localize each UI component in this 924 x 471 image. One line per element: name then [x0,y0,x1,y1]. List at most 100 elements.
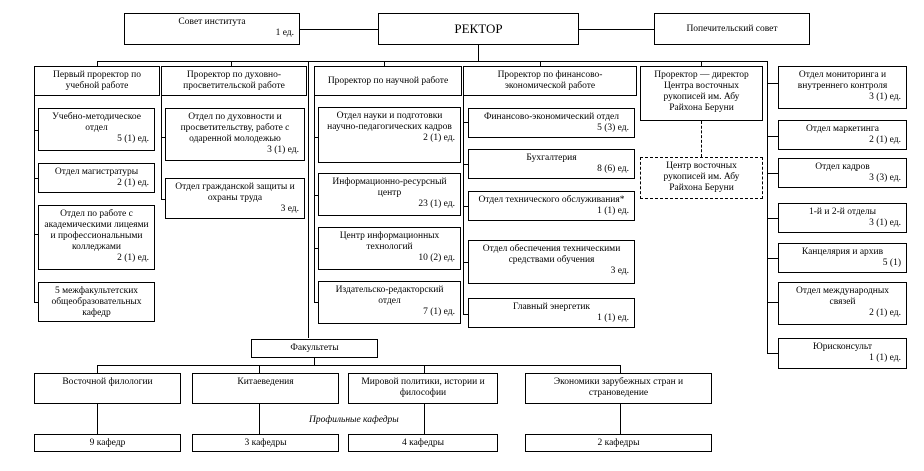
dept-title: Отдел обеспечения техническими средствам… [482,244,621,265]
connector [34,234,38,235]
connector [314,95,315,303]
connector [463,262,468,263]
dept-count-box: 9 кафедр [34,434,181,452]
dept-title: Учебно-методическое отдел [52,112,141,133]
connector [463,95,464,315]
dept-qty: 2 (1) ед. [423,133,455,143]
connector [231,61,232,67]
dept-qty: 7 (1) ед. [423,307,455,317]
connector [308,61,309,338]
dept-qty: 1 (1) ед. [597,313,629,323]
finance-vp-title: Проректор по финансово-экономической раб… [497,70,603,91]
connector [161,199,165,200]
council-qty: 1 ед. [275,28,294,38]
dept-title: Бухгалтерия [526,153,577,163]
manuscripts-vp-title: Проректор — директор Центра восточных ру… [654,70,749,113]
connector [259,404,260,434]
manuscripts-center-title: Центр восточных рукописей им. Абу Райхон… [663,161,740,193]
dept-title: 5 межфакультетских общеобразовательных к… [51,286,142,318]
faculty-box: Восточной филологии [34,373,181,404]
connector [579,29,654,30]
dept-count-box: 3 кафедры [192,434,339,452]
connector [314,195,318,196]
connector [620,365,621,373]
dept-title: Отдел магистратуры [54,167,139,177]
faculty-name: Китаеведения [237,377,294,387]
dashed-connector [701,121,702,157]
council-box: Совет института 1 ед. [124,13,300,45]
connector [463,206,468,207]
connector [767,218,778,219]
dept-qty: 2 (1) ед. [869,135,901,145]
dept-title: Главный энергетик [512,302,591,312]
dept-title: Центр информационных технологий [339,231,440,252]
dept-qty: 2 (1) ед. [117,253,149,263]
dept-title: Отдел гражданской защиты и охраны труда [175,182,295,203]
spiritual-dept-box: Отдел по духовности и просветительству, … [165,108,305,161]
finance-dept-box: Отдел обеспечения техническими средствам… [468,240,635,284]
dept-title: Отдел кадров [815,162,870,172]
trustees-box: Попечительский совет [654,13,810,45]
dept-qty: 3 ед. [280,204,299,214]
connector [314,302,318,303]
rector-title: РЕКТОР [454,21,503,36]
faculties-box: Факультеты [251,339,378,358]
connector [384,61,385,67]
right-dept-box: Отдел кадров 3 (3) ед. [778,158,907,188]
finance-vp-box: Проректор по финансово-экономической раб… [463,66,637,96]
dept-count: 2 кафедры [597,438,640,448]
dept-qty: 5 (1) [882,258,901,268]
science-dept-box: Информационно-ресурсный центр 23 (1) ед. [318,173,461,216]
science-dept-box: Отдел науки и подготовки научно-педагоги… [318,107,461,163]
connector [463,314,468,315]
dept-count-box: 4 кафедры [348,434,498,452]
right-dept-box: Отдел мониторинга и внутреннего контроля… [778,66,907,109]
council-title: Совет института [178,17,246,27]
connector [767,136,778,137]
connector [161,95,162,200]
finance-dept-box: Финансово-экономический отдел 5 (3) ед. [468,108,635,138]
science-dept-box: Издательско-редакторский отдел 7 (1) ед. [318,281,461,324]
right-dept-box: Отдел международных связей 2 (1) ед. [778,282,907,325]
connector [314,248,318,249]
spiritual-vp-box: Проректор по духовно-просветительской ра… [161,66,307,96]
dept-title: Издательско-редакторский отдел [335,285,444,306]
first-vp-box: Первый проректор по учебной работе [34,66,160,96]
spiritual-dept-box: Отдел гражданской защиты и охраны труда … [165,178,305,219]
faculty-box: Китаеведения [192,373,339,404]
dept-count: 4 кафедры [401,438,445,448]
dept-qty: 3 ед. [610,266,629,276]
connector [767,353,778,354]
first-dept-box: Отдел по работе с академическими лицеями… [38,205,155,270]
science-vp-box: Проректор по научной работе [314,66,462,96]
right-dept-box: Юрисконсульт 1 (1) ед. [778,338,907,369]
dept-qty: 2 (1) ед. [869,308,901,318]
faculties-title: Факультеты [290,343,339,353]
rector-box: РЕКТОР [378,13,579,45]
connector [300,29,378,30]
dept-title: Финансово-экономический отдел [483,112,620,122]
dept-title: Юрисконсульт [812,342,873,352]
connector [314,357,315,366]
connector [34,130,38,131]
connector [424,404,425,434]
trustees-title: Попечительский совет [686,24,778,34]
dept-qty: 5 (1) ед. [117,134,149,144]
science-dept-box: Центр информационных технологий 10 (2) е… [318,227,461,270]
connector [259,365,260,373]
connector [701,61,702,67]
dept-qty: 8 (6) ед. [597,164,629,174]
finance-dept-box: Отдел технического обслуживания* 1 (1) е… [468,191,635,221]
first-dept-box: 5 межфакультетских общеобразовательных к… [38,282,155,322]
dept-title: Канцелярия и архив [801,247,884,257]
first-dept-box: Отдел магистратуры 2 (1) ед. [38,163,155,193]
dept-qty: 1 (1) ед. [869,353,901,363]
manuscripts-vp-box: Проректор — директор Центра восточных ру… [640,66,763,121]
first-dept-box: Учебно-методическое отдел 5 (1) ед. [38,108,155,151]
finance-dept-box: Бухгалтерия 8 (6) ед. [468,149,635,179]
connector [97,365,621,366]
connector [767,302,778,303]
connector [34,302,38,303]
connector [767,258,778,259]
dept-title: 1-й и 2-й отделы [808,207,877,217]
